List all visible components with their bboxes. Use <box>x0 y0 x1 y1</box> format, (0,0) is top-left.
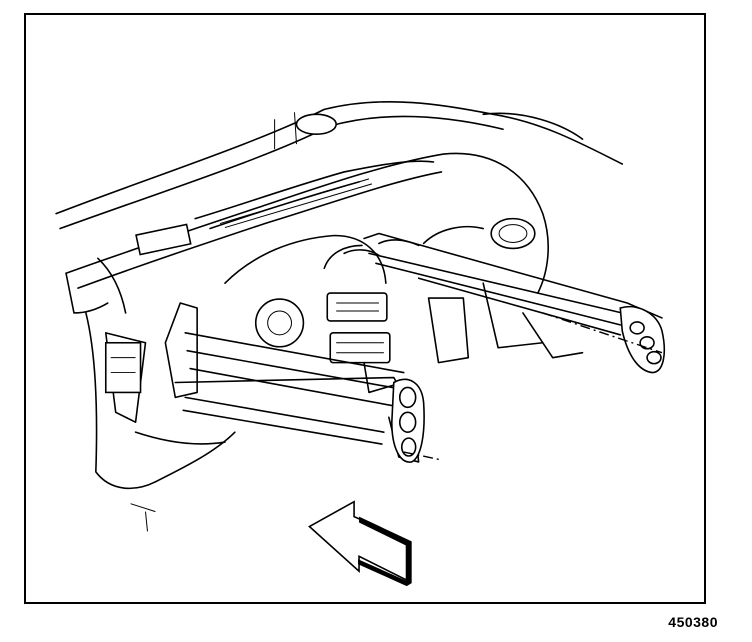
cowl-top <box>55 100 624 230</box>
diagram-frame <box>24 13 706 604</box>
cluster-and-center-stack <box>224 225 544 394</box>
figure-number: 450380 <box>668 614 718 630</box>
right-trim-panel <box>363 232 665 374</box>
instrument-panel-illustration <box>55 100 665 587</box>
left-trim-panel <box>164 302 442 463</box>
dashboard-body <box>65 152 549 314</box>
direction-arrow <box>308 500 412 587</box>
left-lower-dash <box>85 312 236 532</box>
